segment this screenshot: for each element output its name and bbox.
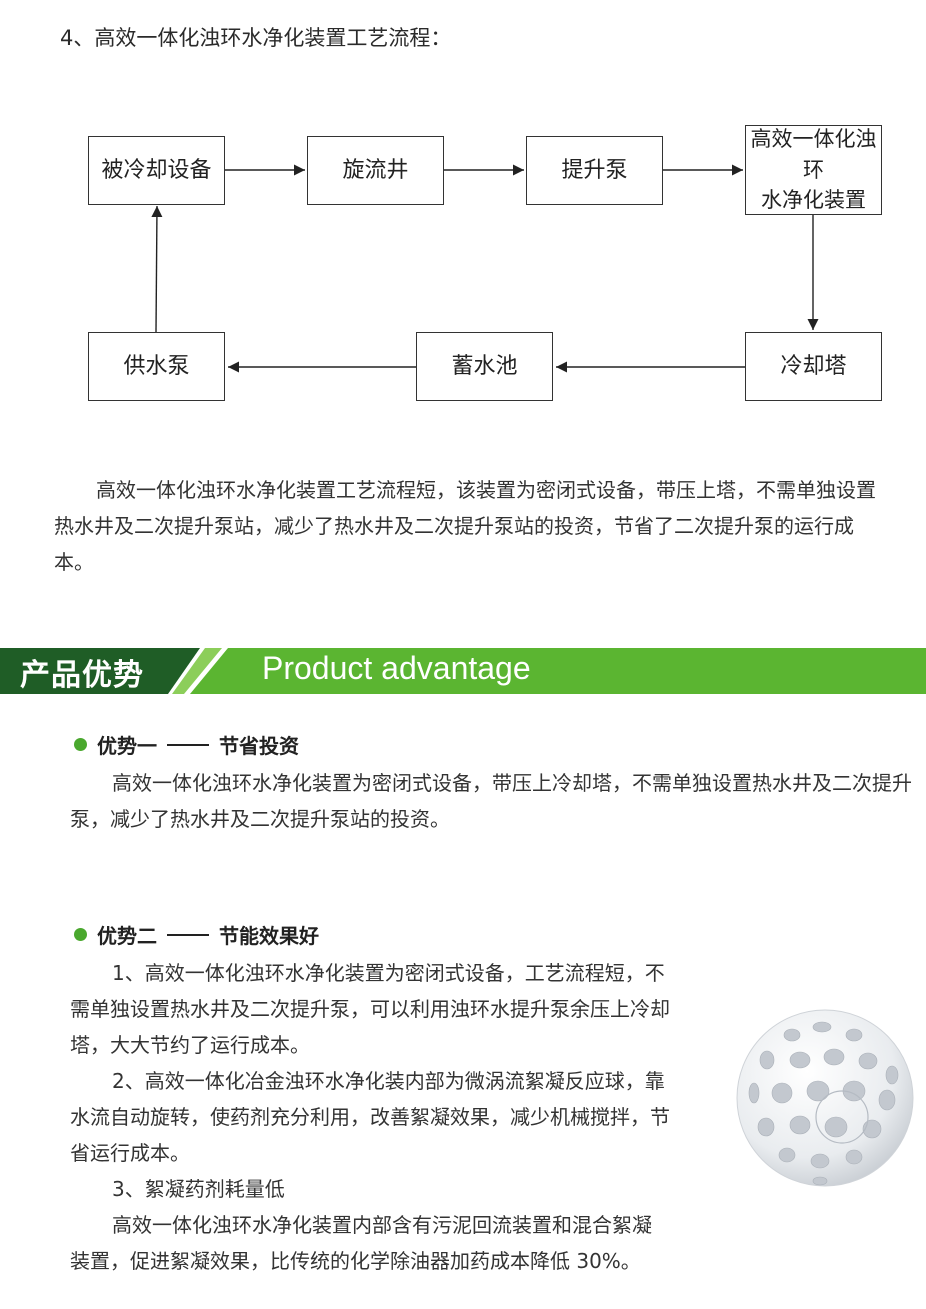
flow-box-label: 冷却塔 (780, 353, 847, 379)
intro-paragraph: 高效一体化浊环水净化装置工艺流程短，该装置为密闭式设备，带压上塔，不需单独设置热… (54, 478, 876, 574)
dash-divider (167, 933, 209, 936)
flow-box-label: 供水泵 (123, 353, 190, 379)
dash-divider (167, 743, 209, 746)
flow-box-reservoir: 蓄水池 (416, 332, 553, 401)
flow-box-purifier: 高效一体化浊环 水净化装置 (745, 125, 882, 215)
banner-title-cn: 产品优势 (20, 658, 144, 693)
advantage-1-text: 高效一体化浊环水净化装置为密闭式设备，带压上冷却塔，不需单独设置热水井及二次提升… (70, 771, 912, 831)
advantage-banner: 产品优势 Product advantage (0, 648, 926, 694)
bullet-dot-icon (74, 928, 87, 941)
banner-background (0, 648, 926, 694)
flow-box-label-line1: 高效一体化浊环 (750, 127, 877, 182)
advantage-2-point-1: 1、高效一体化浊环水净化装置为密闭式设备，工艺流程短，不需单独设置热水井及二次提… (70, 961, 670, 1057)
flow-box-label: 被冷却设备 (101, 157, 212, 183)
advantage-2-name: 节能效果好 (219, 924, 319, 948)
flow-box-cooled-equipment: 被冷却设备 (88, 136, 225, 205)
banner-title-en: Product advantage (262, 650, 531, 686)
advantage-2-text: 1、高效一体化浊环水净化装置为密闭式设备，工艺流程短，不需单独设置热水井及二次提… (70, 955, 670, 1279)
flow-box-label: 提升泵 (561, 157, 628, 183)
flow-box-cooling-tower: 冷却塔 (745, 332, 882, 401)
flow-box-label-line2: 水净化装置 (761, 188, 866, 213)
flow-box-cyclone-well: 旋流井 (307, 136, 444, 205)
advantage-2-title: 优势二 节能效果好 (74, 920, 319, 949)
advantage-2-point-3: 3、絮凝药剂耗量低 (112, 1177, 285, 1201)
advantage-2-label: 优势二 (97, 924, 157, 948)
flow-box-supply-pump: 供水泵 (88, 332, 225, 401)
advantage-2-point-4: 高效一体化浊环水净化装置内部含有污泥回流装置和混合絮凝装置，促进絮凝效果，比传统… (70, 1213, 652, 1273)
flow-box-label: 蓄水池 (451, 353, 518, 379)
arrow-7-1 (151, 205, 163, 333)
flocculation-ball-image (736, 1009, 914, 1187)
flow-box-label: 旋流井 (342, 157, 409, 183)
flow-arrows (151, 164, 819, 373)
bullet-dot-icon (74, 738, 87, 751)
advantage-1-title: 优势一 节省投资 (74, 730, 299, 759)
advantage-1-name: 节省投资 (219, 734, 299, 758)
advantage-1-label: 优势一 (97, 734, 157, 758)
flow-box-lift-pump: 提升泵 (526, 136, 663, 205)
section-heading: 4、高效一体化浊环水净化装置工艺流程： (60, 26, 452, 50)
advantage-2-point-2: 2、高效一体化冶金浊环水净化装内部为微涡流絮凝反应球，靠水流自动旋转，使药剂充分… (70, 1069, 670, 1165)
